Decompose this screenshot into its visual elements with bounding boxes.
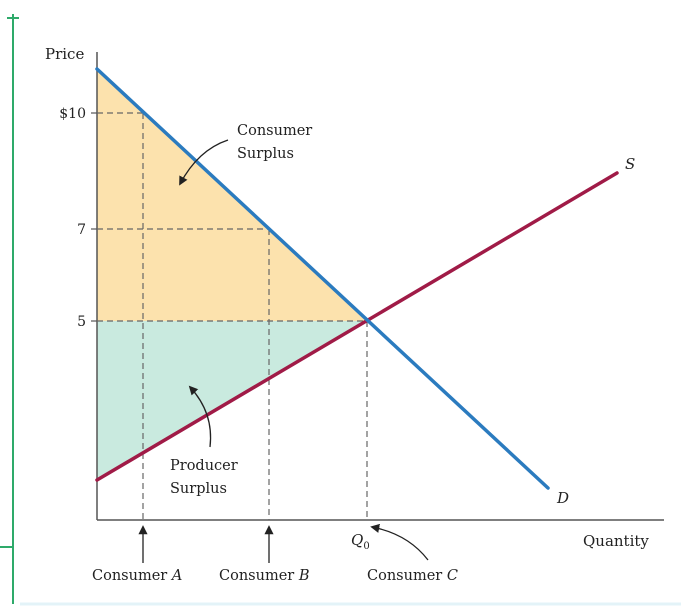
consumer-a-label: Consumer A (92, 568, 182, 584)
y-tick-label: 5 (77, 314, 86, 330)
x-axis-title: Quantity (583, 532, 649, 550)
consumer-surplus-label: Consumer Surplus (237, 123, 312, 162)
y-tick-label: $10 (59, 106, 86, 122)
supply-curve-label: S (625, 155, 635, 173)
dashed-guides (97, 112, 368, 520)
y-axis-title: Price (45, 45, 84, 63)
producer-surplus-label: Producer Surplus (170, 458, 238, 497)
svg-text:Producer: Producer (170, 458, 238, 474)
svg-text:Consumer: Consumer (237, 123, 312, 139)
consumer-surplus-arrow (179, 139, 229, 186)
supply-curve (95, 171, 619, 482)
consumer-c-label: Consumer C (367, 568, 458, 584)
consumer-b-label: Consumer B (219, 568, 310, 584)
svg-text:Surplus: Surplus (237, 146, 294, 162)
x-tick-label-q0: Q0 (351, 531, 370, 552)
producer-surplus-arrow (188, 385, 212, 448)
margin-rule (0, 14, 681, 606)
consumer-c-arrow (370, 523, 429, 561)
demand-curve-label: D (556, 489, 569, 507)
y-tick-label: 7 (77, 222, 86, 238)
demand-curve (95, 67, 550, 490)
svg-text:Surplus: Surplus (170, 481, 227, 497)
